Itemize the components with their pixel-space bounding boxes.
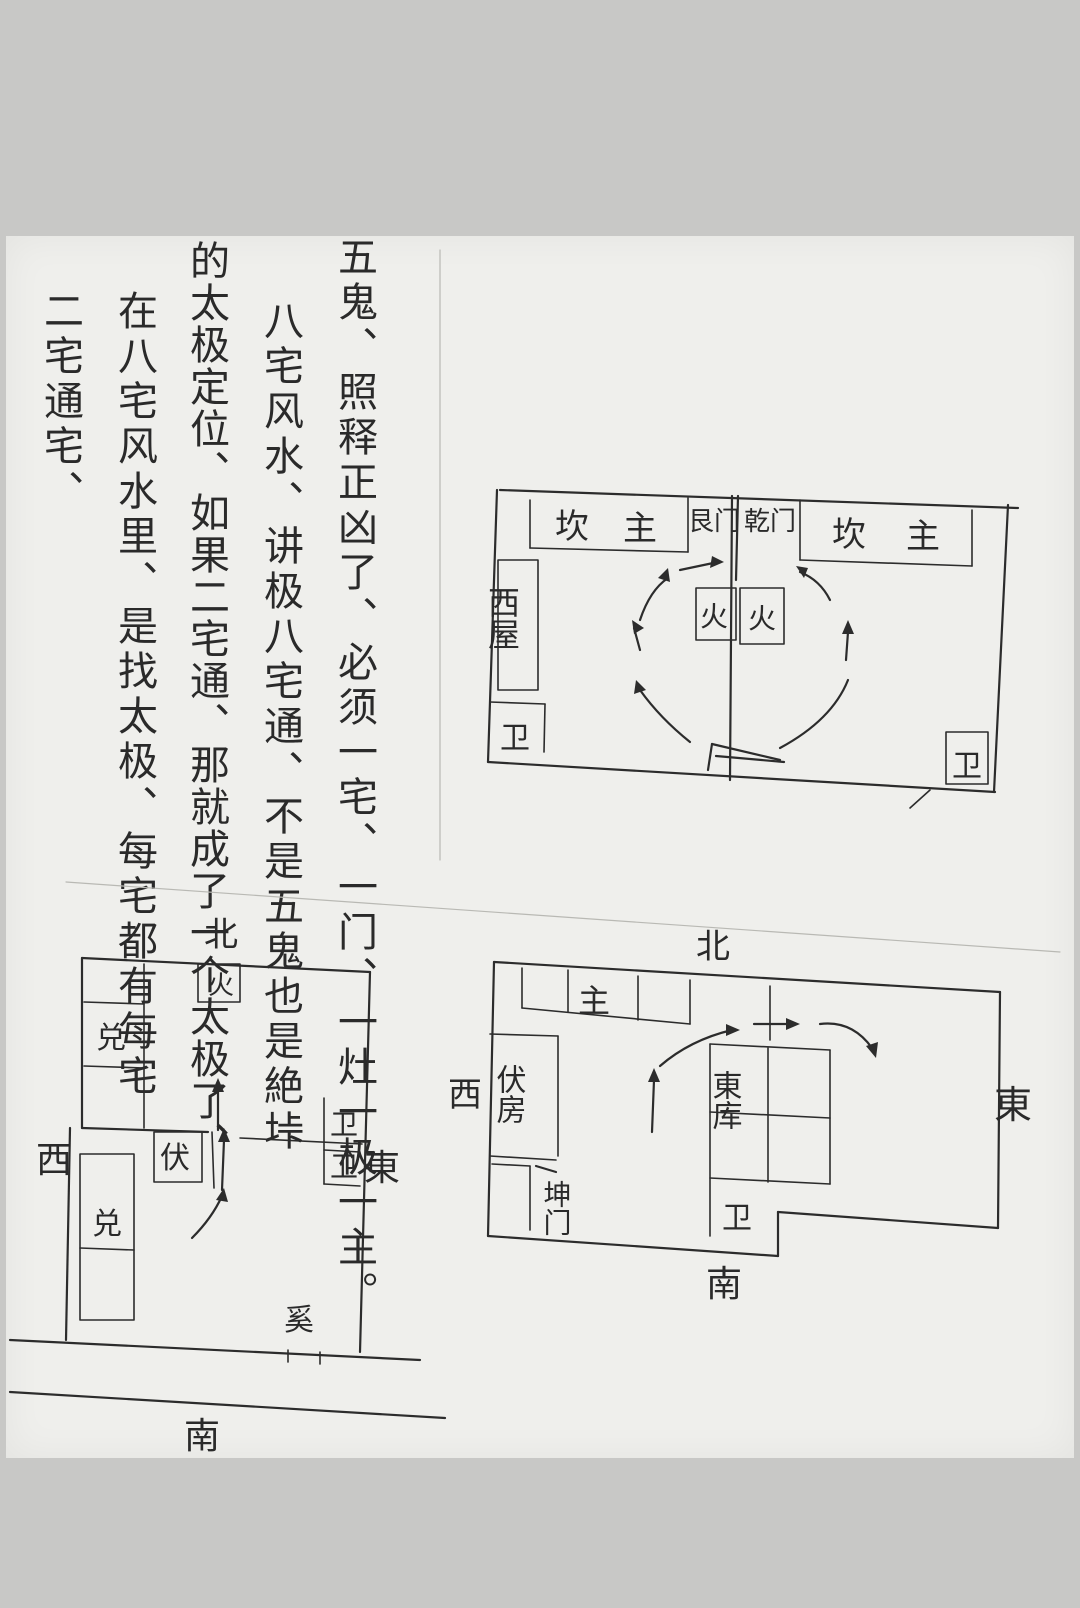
text-column-3: 的太极定位、如果二宅通、那就成了一个太极了、 [183, 240, 229, 1164]
text-column-4: 在八宅风水里、是找太极、每宅都有每宅 [111, 290, 157, 1100]
plan-1-two-connected-houses: 坎 主 艮门 乾门 坎 主 西屋 火 火 卫 卫 [483, 488, 1020, 809]
kunmen-label: 坤门 [540, 1180, 573, 1236]
gen-door-label: 艮门 [688, 507, 740, 537]
north-label-plan3: 北 [696, 927, 730, 967]
xiwu-label: 西屋 [483, 586, 521, 650]
dui-top-label: 兑 [96, 1021, 126, 1056]
west-label-plan3: 西 [448, 1075, 482, 1115]
wei-b-label: 卫 [330, 1150, 358, 1183]
south-label-plan3: 南 [706, 1264, 742, 1305]
south-label-plan2: 南 [184, 1416, 220, 1457]
wei-a-label: 卫 [330, 1108, 358, 1141]
wei-label-plan3: 卫 [722, 1201, 752, 1236]
text-column-1: 五鬼、照释正凶了、必须一宅、一门、一灶一极一主。 [331, 236, 377, 1316]
dui-bottom-label: 兑 [92, 1207, 122, 1242]
zhu-left-label: 主 [623, 509, 657, 549]
wei-left-label: 卫 [500, 721, 530, 756]
qian-door-label: 乾门 [744, 507, 796, 537]
text-column-5: 二宅通宅、 [37, 290, 83, 515]
fufang-label: 伏房 [491, 1064, 527, 1124]
notebook-page [6, 236, 1074, 1458]
kui-label: 奚 [284, 1303, 314, 1338]
plan-3-two-houses: 北 主 西 伏房 東库 東 坤门 卫 南 [448, 927, 1032, 1305]
dongku-label: 東库 [707, 1070, 743, 1130]
huo-right-label: 火 [748, 602, 776, 635]
huo-left-label: 火 [700, 600, 728, 633]
plan-2-single-house: 北 火 兑 西 伏 卫 卫 東 兑 奚 南 [8, 915, 447, 1457]
text-column-2: 八宅风水、讲极八宅通、不是五鬼也是絶垰 [257, 300, 303, 1155]
kan-right-label: 坎 [832, 515, 866, 555]
zhu-label-plan3: 主 [578, 982, 610, 1020]
fu-label: 伏 [160, 1141, 190, 1176]
kan-left-label: 坎 [555, 507, 589, 547]
north-label-plan2: 北 [204, 915, 238, 955]
zhu-right-label: 主 [906, 517, 940, 557]
huo-label-plan2: 火 [208, 971, 234, 1001]
east-label-plan3: 東 [994, 1083, 1032, 1127]
east-label-plan2: 東 [364, 1148, 400, 1189]
west-label-plan2: 西 [36, 1140, 72, 1181]
wei-right-label: 卫 [952, 749, 982, 784]
